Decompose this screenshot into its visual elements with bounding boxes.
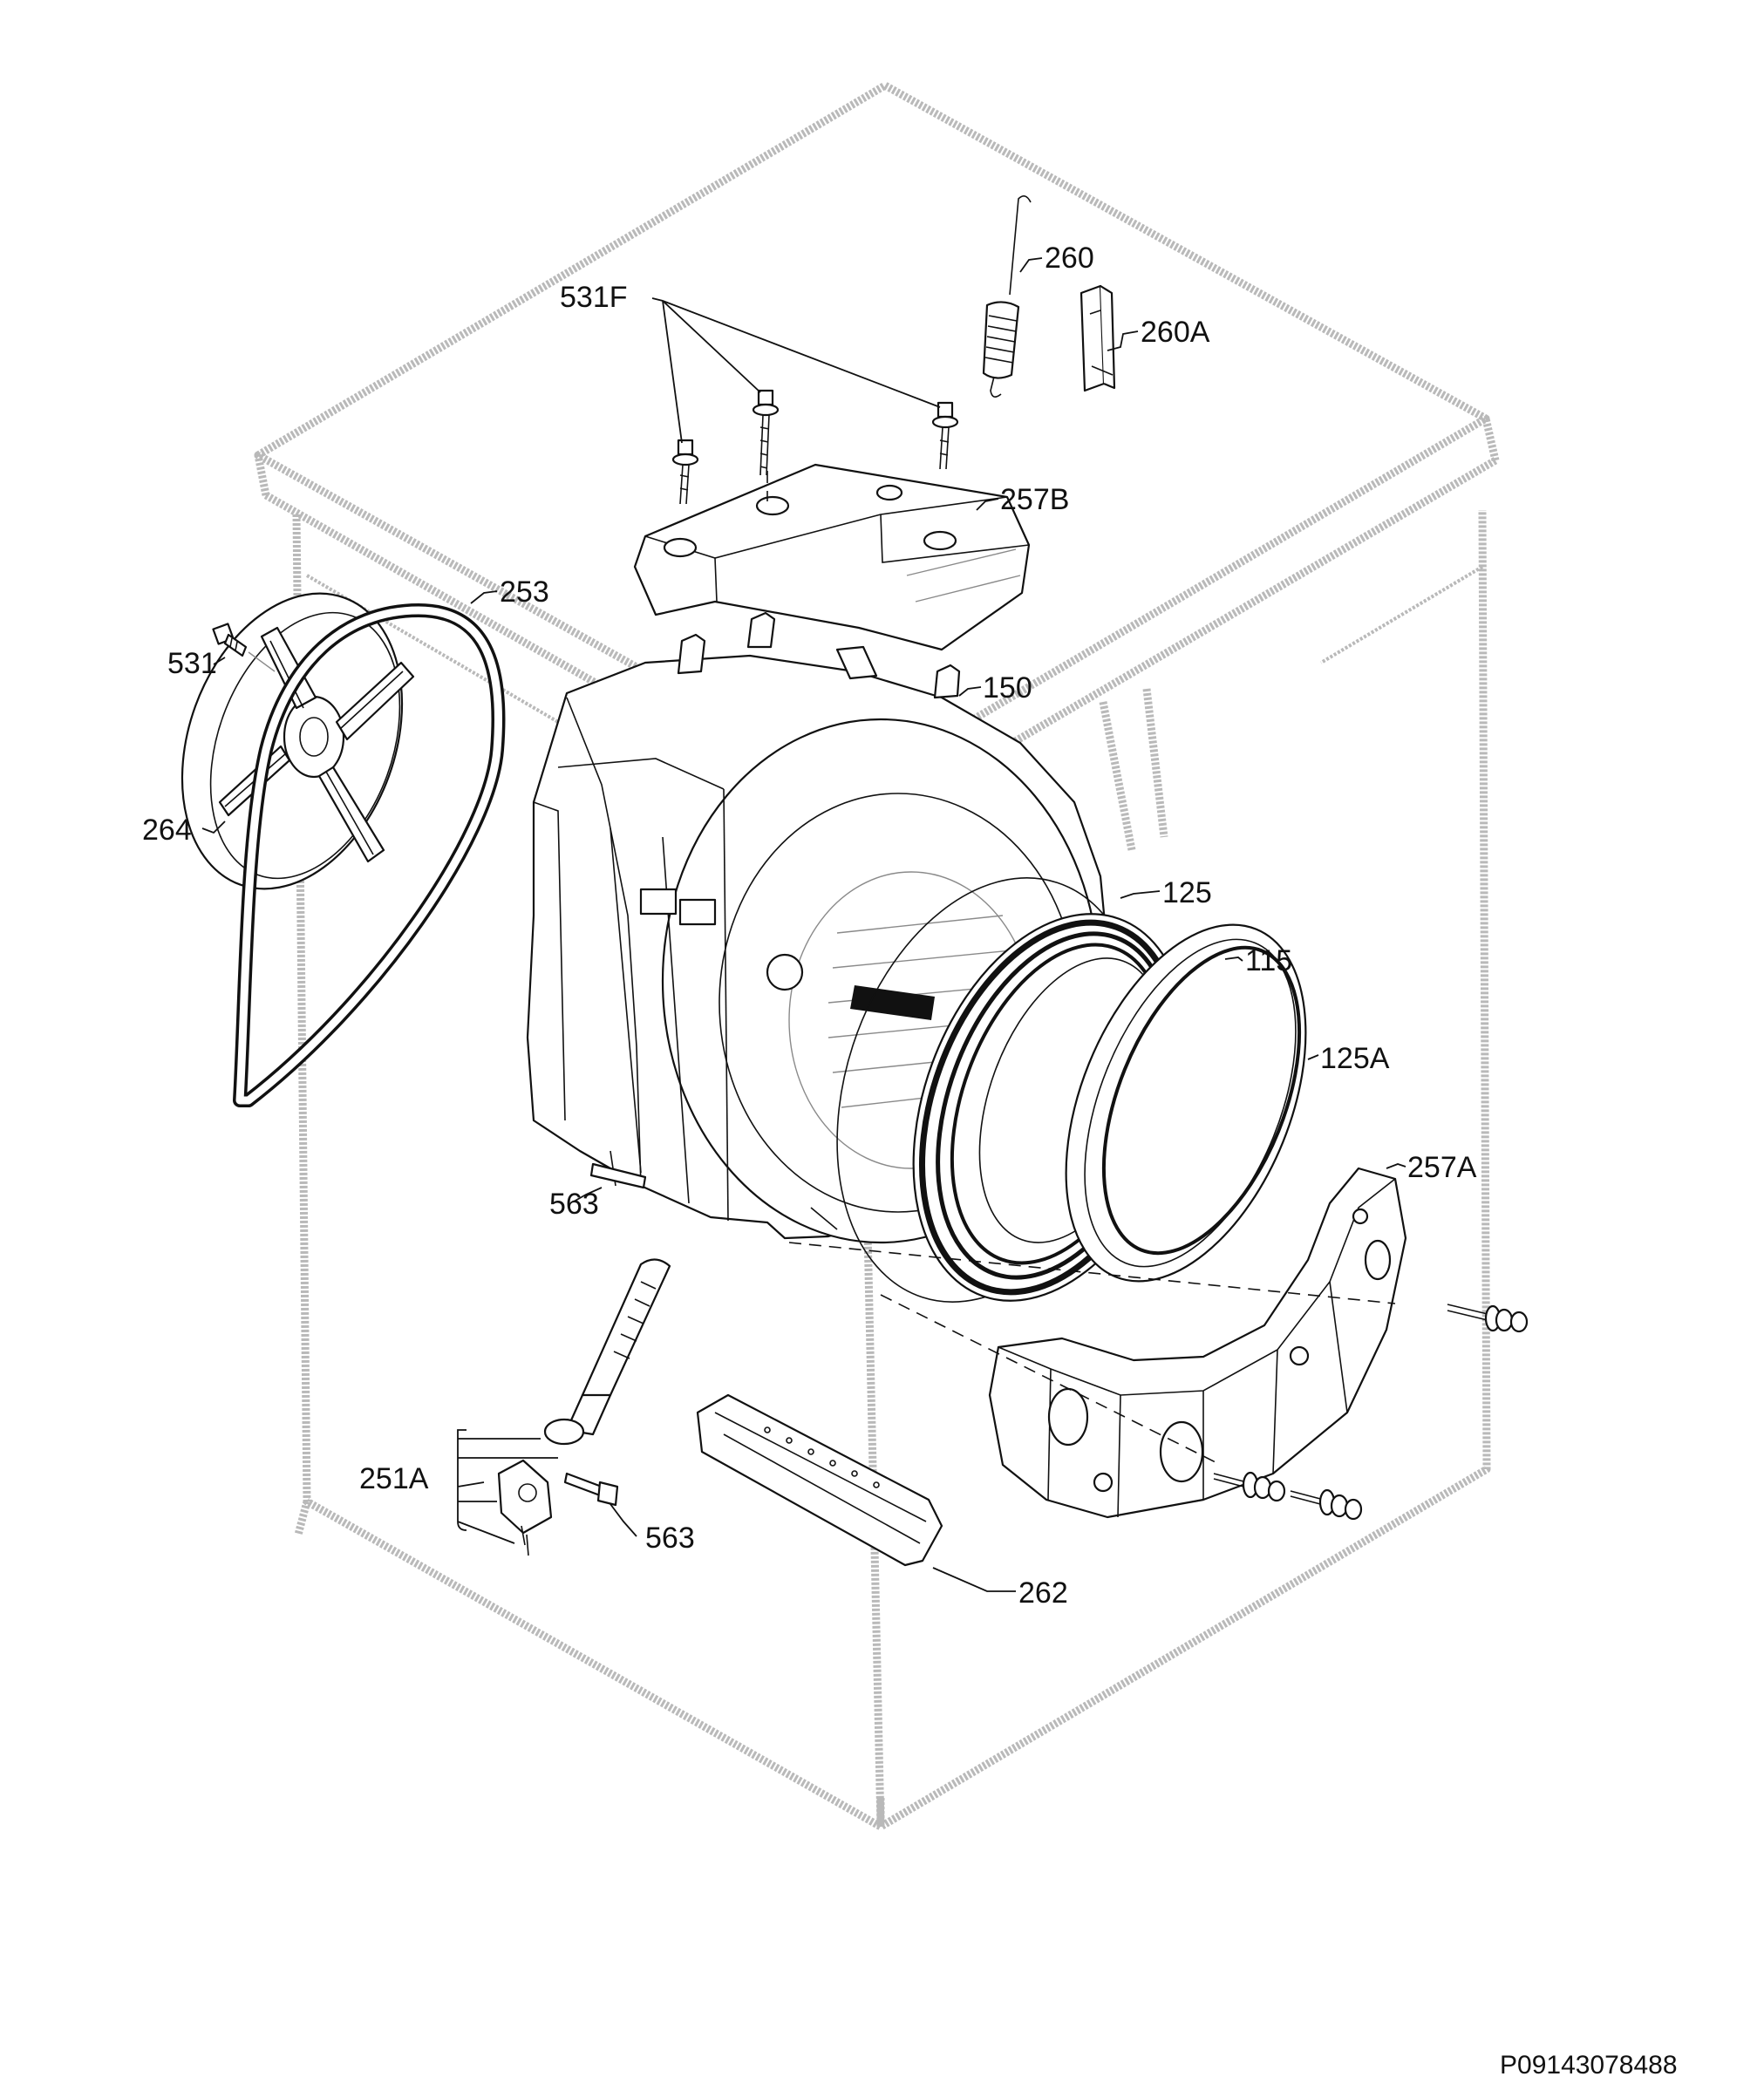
counterweight-screws (1213, 1304, 1529, 1521)
callout-262: 262 (1018, 1576, 1068, 1610)
callout-125: 125 (1162, 876, 1212, 909)
screws-part-531F (671, 389, 959, 505)
callout-563-lower: 563 (645, 1522, 695, 1555)
belt-part-253 (233, 603, 506, 1107)
callout-labels: 260 260A 531F 257B 253 531 150 264 125 1… (142, 242, 1477, 1610)
axis-line-bottom (880, 1294, 1222, 1466)
callout-115: 115 (1245, 944, 1292, 977)
callout-251A: 251A (359, 1462, 429, 1495)
counterweight-part-257B (633, 463, 1031, 651)
callout-253: 253 (500, 575, 549, 609)
counterweight-part-257A (988, 1167, 1407, 1519)
bolt-part-531 (212, 623, 276, 672)
callout-125A: 125A (1320, 1042, 1390, 1075)
lifter-part-262 (696, 1393, 943, 1567)
shock-absorber-part-251A (497, 1258, 671, 1556)
callout-257A: 257A (1407, 1151, 1477, 1184)
callout-150: 150 (983, 671, 1032, 705)
callout-257B: 257B (1000, 483, 1069, 516)
bracket-part-260A (1080, 284, 1116, 392)
callout-260A: 260A (1141, 316, 1210, 349)
spring-part-260 (982, 195, 1032, 398)
pin-part-563-lower (563, 1472, 619, 1507)
leader-lines (201, 257, 1406, 1592)
callout-531F: 531F (560, 281, 628, 314)
pin-part-563-upper (589, 1162, 647, 1189)
clamp-ring-part-125A (1065, 923, 1307, 1283)
callout-531: 531 (167, 647, 217, 680)
drawing-code: P09143078488 (1500, 2051, 1678, 2080)
callout-264: 264 (142, 814, 192, 847)
callout-260: 260 (1045, 242, 1094, 275)
axis-line-front (788, 1242, 1396, 1304)
callout-563-upper: 563 (549, 1188, 599, 1221)
drum-bar (850, 985, 935, 1020)
